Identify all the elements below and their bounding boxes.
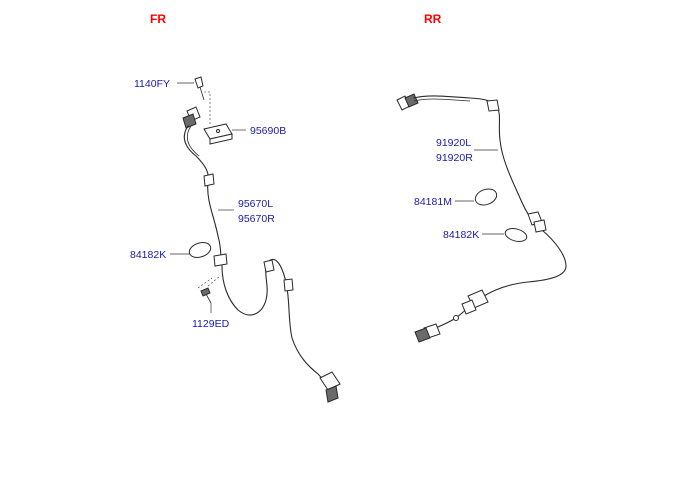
front-bolt-part — [194, 76, 205, 101]
front-sensor-assembly — [182, 76, 341, 403]
part-label-95670r[interactable]: 95670R — [238, 213, 275, 225]
part-label-84182k-rear[interactable]: 84182K — [443, 229, 479, 241]
rear-grommet-upper-part — [474, 188, 498, 206]
rear-wire-clip-top — [486, 99, 500, 112]
part-label-95690b[interactable]: 95690B — [250, 125, 286, 137]
rear-lower-bracket-part — [453, 289, 489, 321]
part-label-84182k-front[interactable]: 84182K — [130, 249, 166, 261]
front-screw-part — [200, 287, 212, 304]
rear-grommet-lower-part — [504, 228, 528, 242]
rear-section-header: RR — [424, 12, 442, 26]
part-label-84181m[interactable]: 84181M — [414, 196, 452, 208]
front-wire-clip-upper — [203, 173, 215, 187]
front-section-header: FR — [150, 12, 166, 26]
part-label-1129ed[interactable]: 1129ED — [192, 318, 230, 330]
part-label-95670l[interactable]: 95670L — [238, 198, 273, 210]
front-bracket-part — [203, 123, 233, 145]
front-wire-clip-lower — [213, 253, 228, 267]
rear-sensor-assembly — [396, 93, 567, 343]
part-label-91920r[interactable]: 91920R — [436, 152, 473, 164]
rear-upper-connector-part — [396, 93, 419, 111]
front-upper-clip-part — [182, 106, 201, 129]
part-label-1140fy[interactable]: 1140FY — [134, 78, 170, 90]
part-label-91920l[interactable]: 91920L — [436, 137, 471, 149]
rear-lower-connector-part — [414, 323, 441, 343]
front-sensor-head-part — [319, 371, 341, 403]
front-grommet-part — [188, 242, 212, 258]
